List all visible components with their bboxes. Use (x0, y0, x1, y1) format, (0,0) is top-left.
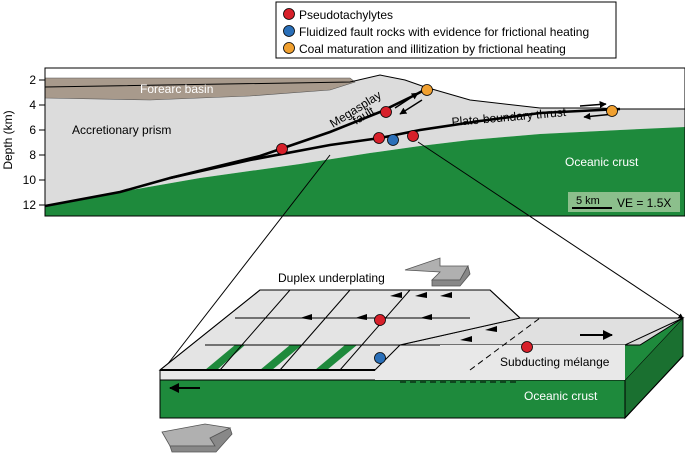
depth-tick-2: 2 (29, 73, 36, 87)
legend-fluidized-marker (283, 25, 295, 37)
pseudotachylyte-marker-section-3 (373, 132, 385, 144)
subducting-melange-label: Subducting mélange (500, 355, 610, 369)
forearc-basin-label: Forearc basin (140, 82, 213, 96)
fluidized-marker-section (387, 134, 399, 146)
block-front-face (159, 379, 626, 419)
scale-bar: 5 km VE = 1.5X (568, 192, 680, 212)
depth-tick-12: 12 (23, 198, 37, 212)
duplex-underplating-label: Duplex underplating (278, 271, 385, 285)
oceanic-crust-block-label: Oceanic crust (524, 389, 598, 403)
zoom-line-left (159, 154, 331, 375)
duplex-fault-3 (339, 289, 411, 371)
block-front-strip (160, 345, 625, 380)
scale-bar-label: 5 km (576, 195, 600, 207)
pseudotachylyte-marker-section-2 (380, 106, 392, 118)
legend-coal-marker (283, 42, 295, 54)
duplex-horse-2 (260, 345, 302, 370)
legend-item-pseudotachylytes: Pseudotachylytes (299, 8, 393, 22)
legend-item-coal: Coal maturation and illitization by fric… (299, 42, 566, 56)
pseudotachylyte-marker-section-4 (407, 130, 419, 142)
legend-box (275, 1, 617, 59)
accretionary-prism-label: Accretionary prism (72, 123, 171, 137)
pseudotachylyte-marker-block-2 (521, 341, 533, 353)
depth-ticks: 2 4 6 8 10 12 (23, 73, 45, 212)
duplex-horse-3 (315, 345, 357, 370)
slab-arrow-bottom-icon (161, 423, 233, 453)
megasplay-arrow-down (399, 99, 423, 115)
section-frame (44, 67, 685, 217)
oceanic-crust (45, 127, 685, 216)
legend-pseudotachylyte-marker (283, 8, 295, 20)
thrust-teeth (300, 292, 497, 342)
cross-section: Depth (km) 2 4 6 8 10 12 Forearc basin A… (1, 67, 685, 217)
duplex-fault-1 (219, 289, 291, 371)
block-outline (159, 289, 684, 419)
pseudotachylyte-marker-section-1 (276, 143, 288, 155)
depth-axis-label: Depth (km) (1, 110, 15, 169)
megasplay-arrow-up (394, 92, 419, 109)
depth-tick-10: 10 (23, 173, 37, 187)
vertical-exaggeration: VE = 1.5X (617, 196, 671, 210)
zoom-line-right (417, 141, 684, 319)
coal-marker-section-2 (606, 105, 618, 117)
fluidized-marker-block (374, 352, 386, 364)
slab-arrow-top-icon (404, 257, 471, 287)
thrust-arrow-right (579, 100, 607, 108)
coal-marker-section-1 (421, 84, 433, 96)
depth-tick-8: 8 (29, 148, 36, 162)
depth-tick-6: 6 (29, 123, 36, 137)
pseudotachylyte-marker-block-1 (374, 314, 386, 326)
block-diagram: Duplex underplating Subducting mélange O… (158, 271, 685, 420)
subduction-dashed-line (469, 317, 541, 371)
duplex-horse-1 (205, 345, 245, 370)
depth-tick-4: 4 (29, 98, 36, 112)
legend: Pseudotachylytes Fluidized fault rocks w… (275, 1, 617, 59)
oceanic-crust-section-label: Oceanic crust (565, 155, 639, 169)
legend-item-fluidized: Fluidized fault rocks with evidence for … (299, 25, 589, 39)
duplex-fault-2 (279, 289, 351, 371)
